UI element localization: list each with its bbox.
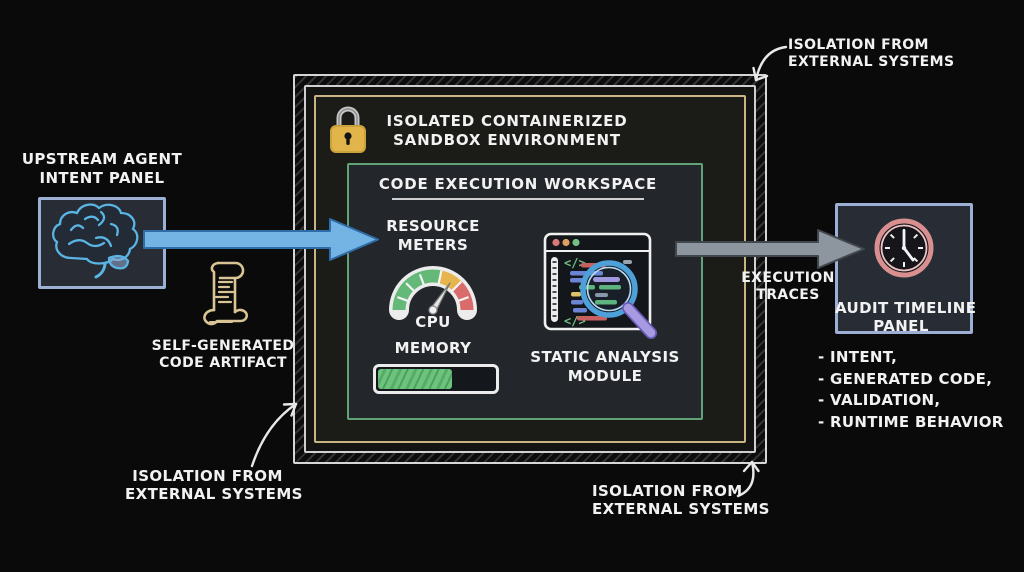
resource-meters-label: RESOURCE METERS	[386, 217, 480, 254]
memory-bar-fill	[378, 369, 453, 389]
memory-bar	[373, 364, 499, 394]
isolation-arrow-bottom-right	[736, 460, 760, 498]
audit-items-list: - INTENT, - GENERATED CODE, - VALIDATION…	[818, 347, 1023, 433]
intent-flow-arrow	[143, 218, 379, 261]
workspace-title: CODE EXECUTION WORKSPACE	[378, 175, 658, 193]
code-symbol-top: </>	[564, 256, 586, 270]
cpu-gauge-icon	[389, 266, 477, 320]
audit-item: - INTENT,	[818, 348, 898, 366]
lock-icon	[330, 106, 366, 153]
code-artifact-label: SELF-GENERATED CODE ARTIFACT	[151, 338, 295, 371]
brain-icon	[52, 203, 139, 279]
cpu-label: CPU	[415, 313, 451, 331]
upstream-panel-title: UPSTREAM AGENT INTENT PANEL	[21, 150, 183, 187]
workspace-title-underline	[392, 198, 644, 200]
isolation-label-top-right: ISOLATION FROM EXTERNAL SYSTEMS	[788, 37, 955, 70]
scroll-icon	[203, 261, 249, 326]
clock-icon	[874, 218, 934, 278]
isolation-arrow-bottom-left	[250, 402, 298, 468]
sandbox-title: ISOLATED CONTAINERIZED SANDBOX ENVIRONME…	[386, 112, 628, 149]
execution-traces-arrow	[675, 229, 865, 269]
isolation-label-bottom-right: ISOLATION FROM EXTERNAL SYSTEMS	[592, 482, 770, 518]
memory-label: MEMORY	[394, 339, 472, 357]
audit-panel-title: AUDIT TIMELINE PANEL	[835, 299, 977, 335]
isolation-label-bottom-left: ISOLATION FROM EXTERNAL SYSTEMS	[125, 467, 303, 503]
static-analysis-label: STATIC ANALYSIS MODULE	[530, 348, 680, 385]
audit-item: - GENERATED CODE,	[818, 369, 993, 388]
execution-traces-label: EXECUTION TRACES	[741, 270, 835, 303]
code-window-magnifier-icon: </> </>	[543, 232, 657, 339]
audit-item: - RUNTIME BEHAVIOR	[818, 412, 1004, 431]
audit-timeline-panel: AUDIT TIMELINE PANEL	[835, 203, 977, 335]
audit-item: - VALIDATION,	[818, 391, 941, 409]
isolation-arrow-top-right	[752, 45, 788, 82]
